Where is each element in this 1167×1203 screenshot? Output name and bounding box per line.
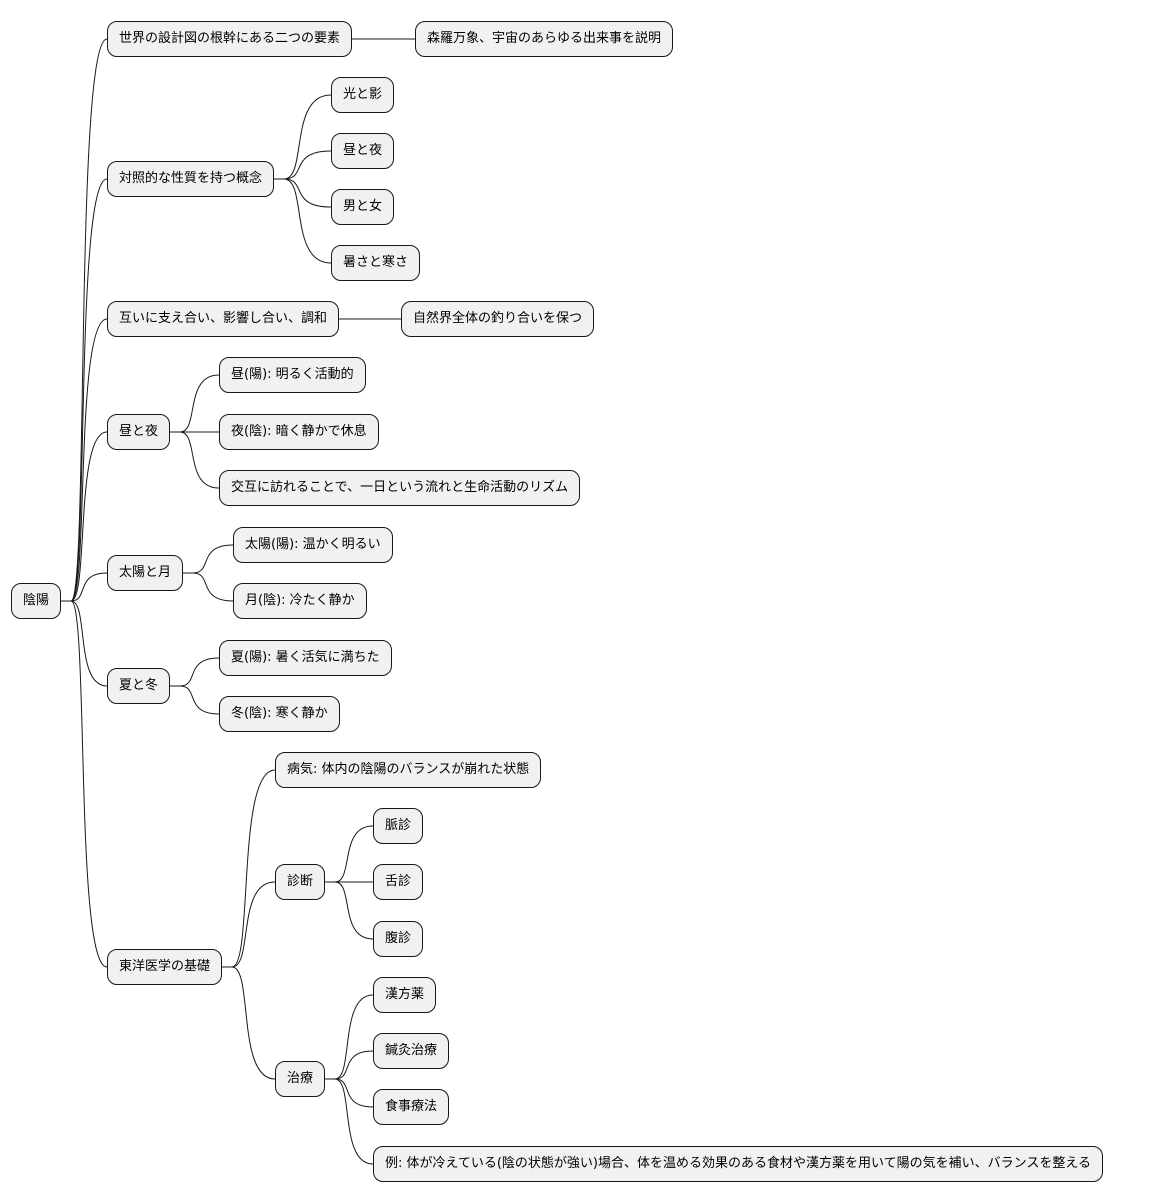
connector-node-b7-diagnosis-c0 — [325, 825, 374, 883]
connector-node-b6-c1 — [170, 685, 220, 715]
node-b4-c1: 夜(陰): 暗く静かで休息 — [219, 414, 379, 450]
node-b2-c0: 光と影 — [331, 77, 395, 113]
connector-node-b1 — [61, 38, 108, 602]
node-b3: 互いに支え合い、影響し合い、調和 — [107, 301, 340, 337]
node-b6-c0: 夏(陽): 暑く活気に満ちた — [219, 640, 392, 676]
connector-node-b4-c0 — [170, 374, 220, 433]
node-b1-c0: 森羅万象、宇宙のあらゆる出来事を説明 — [415, 21, 674, 57]
node-b7-treatment-c1: 鍼灸治療 — [373, 1033, 450, 1069]
node-b4: 昼と夜 — [107, 414, 171, 450]
connector-node-b4 — [61, 431, 108, 602]
connector-node-b7 — [61, 600, 108, 968]
connector-node-b4-c2 — [170, 431, 220, 489]
connector-node-b7-treatment-c3 — [325, 1078, 374, 1165]
node-b7-treatment-c3: 例: 体が冷えている(陰の状態が強い)場合、体を温める効果のある食材や漢方薬を用… — [373, 1146, 1103, 1182]
connector-node-b7-illness — [222, 769, 276, 968]
node-root: 陰陽 — [11, 583, 62, 619]
node-b2-c1: 昼と夜 — [331, 133, 395, 169]
node-b7-diagnosis: 診断 — [275, 864, 326, 900]
connector-node-b7-treatment-c2 — [325, 1078, 374, 1108]
node-b4-c0: 昼(陽): 明るく活動的 — [219, 357, 366, 393]
connector-node-b7-diagnosis-c2 — [325, 881, 374, 940]
connector-node-b2-c1 — [274, 150, 332, 180]
connector-node-b5-c0 — [183, 544, 234, 574]
node-b1: 世界の設計図の根幹にある二つの要素 — [107, 21, 353, 57]
node-b7-treatment-c2: 食事療法 — [373, 1089, 450, 1125]
node-b3-c0: 自然界全体の釣り合いを保つ — [401, 301, 595, 337]
connector-node-b2-c2 — [274, 178, 332, 208]
node-b6-c1: 冬(陰): 寒く静か — [219, 696, 340, 732]
node-b7: 東洋医学の基礎 — [107, 949, 223, 985]
node-b7-illness: 病気: 体内の陰陽のバランスが崩れた状態 — [275, 752, 542, 788]
node-b2: 対照的な性質を持つ概念 — [107, 161, 275, 197]
connector-node-b2-c0 — [274, 94, 332, 180]
connector-node-b3 — [61, 318, 108, 602]
connector-node-b7-treatment-c1 — [325, 1050, 374, 1080]
connector-node-b7-treatment — [222, 966, 276, 1080]
node-b2-c3: 暑さと寒さ — [331, 245, 421, 281]
node-b6: 夏と冬 — [107, 668, 171, 704]
connector-node-b5-c1 — [183, 572, 234, 602]
connector-node-b7-treatment-c0 — [325, 994, 374, 1080]
connector-node-b5 — [61, 572, 108, 602]
node-b5: 太陽と月 — [107, 555, 184, 591]
connector-node-b6-c0 — [170, 657, 220, 687]
node-b7-diagnosis-c0: 脈診 — [373, 808, 424, 844]
node-b7-diagnosis-c2: 腹診 — [373, 921, 424, 957]
connector-node-b2 — [61, 178, 108, 602]
connector-node-b6 — [61, 600, 108, 687]
node-b5-c0: 太陽(陽): 温かく明るい — [233, 527, 393, 563]
node-b2-c2: 男と女 — [331, 189, 395, 225]
node-b7-treatment-c0: 漢方薬 — [373, 977, 437, 1013]
connector-node-b2-c3 — [274, 178, 332, 264]
node-b5-c1: 月(陰): 冷たく静か — [233, 583, 367, 619]
connector-node-b7-diagnosis — [222, 881, 276, 968]
node-b7-diagnosis-c1: 舌診 — [373, 864, 424, 900]
node-b7-treatment: 治療 — [275, 1061, 326, 1097]
node-b4-c2: 交互に訪れることで、一日という流れと生命活動のリズム — [219, 470, 581, 506]
